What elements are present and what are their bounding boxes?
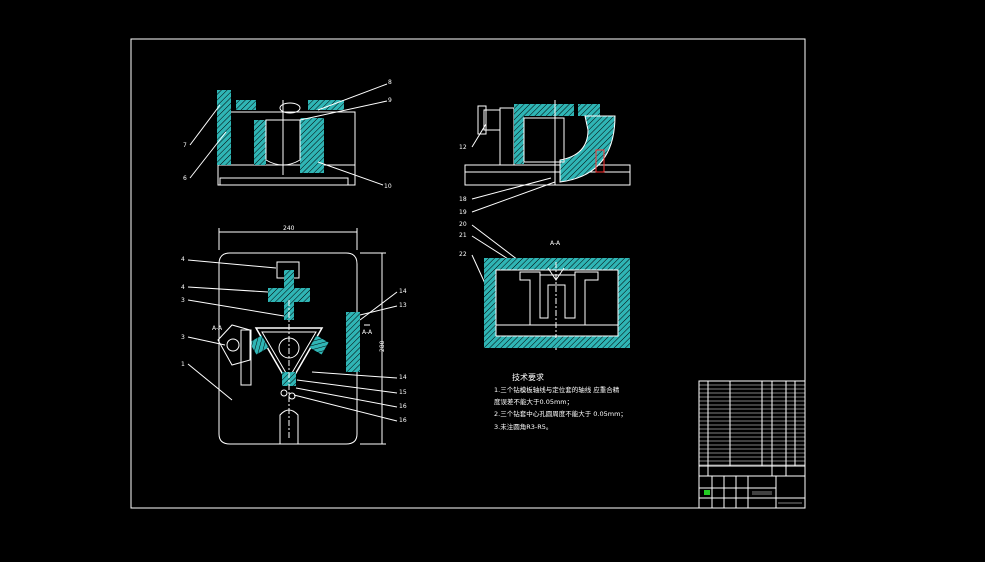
section-label-right: A-A (362, 329, 373, 336)
balloon-plan-11: 16 (399, 417, 407, 424)
balloon-21: 21 (459, 232, 467, 239)
balloon-9: 9 (388, 97, 392, 104)
balloon-plan-6: 14 (399, 288, 407, 295)
tech-req-line-2: 度误差不能大于0.05mm； (494, 397, 573, 406)
tech-req-line-3: 2.三个钻套中心孔圆周度不能大于 0.05mm； (494, 409, 627, 418)
balloon-plan-3: 3 (181, 297, 185, 304)
balloon-10: 10 (384, 183, 392, 190)
section-title: A-A (550, 240, 561, 247)
balloon-plan-4: 3 (181, 334, 185, 341)
balloon-12: 12 (459, 144, 467, 151)
balloon-plan-9: 15 (399, 389, 407, 396)
side-view: 12 18 19 20 21 22 (459, 100, 631, 291)
drawing-frame (130, 38, 806, 509)
tech-requirements: 技术要求 1.三个钻模板轴线与定位套的轴线 应重合精 度误差不能大于0.05mm… (494, 372, 627, 431)
balloon-19: 19 (459, 209, 467, 216)
balloon-plan-10: 16 (399, 403, 407, 410)
balloon-plan-7: 13 (399, 302, 407, 309)
dim-width: 240 (283, 225, 295, 232)
balloon-plan-1: 4 (181, 256, 185, 263)
balloon-22: 22 (459, 251, 467, 258)
plan-view: 240 280 A-A A-A (181, 225, 407, 445)
dim-height: 280 (379, 340, 386, 352)
section-label-left: A-A (212, 325, 223, 332)
tech-req-line-1: 1.三个钻模板轴线与定位套的轴线 应重合精 (494, 385, 620, 394)
balloon-8: 8 (388, 79, 392, 86)
balloon-18: 18 (459, 196, 467, 203)
balloon-6: 6 (183, 175, 187, 182)
balloon-7: 7 (183, 142, 187, 149)
balloon-plan-8: 14 (399, 374, 407, 381)
section-view: A-A (484, 240, 630, 350)
tech-req-heading: 技术要求 (512, 372, 544, 382)
balloon-20: 20 (459, 221, 467, 228)
title-block (698, 380, 806, 509)
front-view: 7 6 8 9 10 (183, 79, 392, 190)
balloon-plan-2: 4 (181, 284, 185, 291)
tech-req-line-4: 3.未注圆角R3-R5。 (494, 422, 552, 431)
balloon-plan-5: 1 (181, 361, 185, 368)
